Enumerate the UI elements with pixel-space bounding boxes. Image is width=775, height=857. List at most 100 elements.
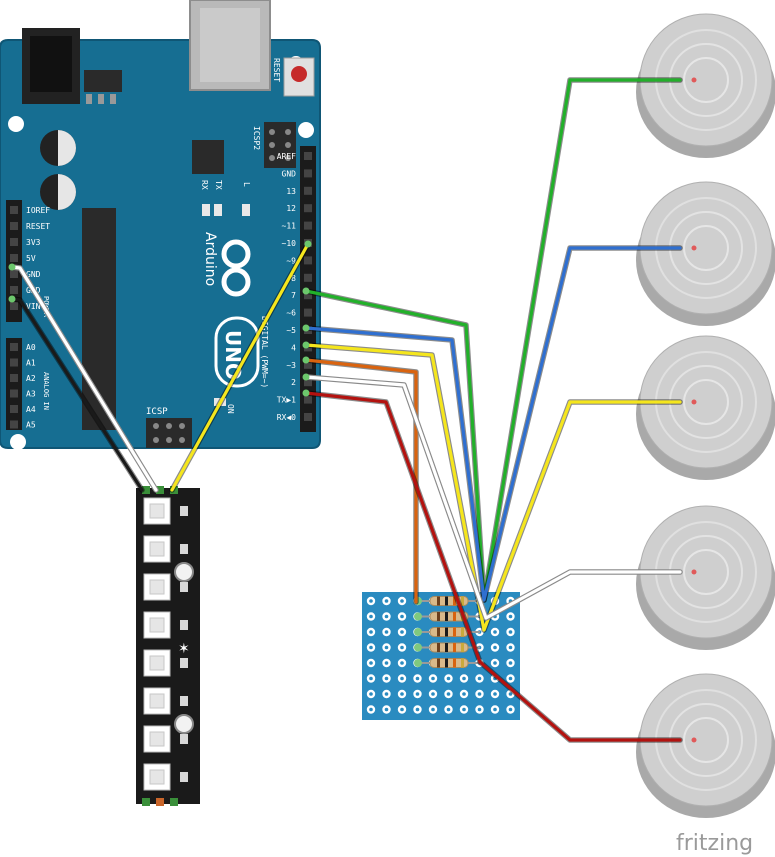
rx-led: [202, 204, 210, 216]
digital-pin: [304, 273, 312, 282]
led-pixel: [143, 573, 188, 601]
analog-label: ANALOG IN: [42, 372, 50, 410]
digital-pin: [304, 186, 312, 195]
digital-pin-label: AREF: [277, 152, 296, 161]
digital-pin: [304, 221, 312, 230]
wire-pin5-yellow: [303, 342, 683, 633]
power-pin-label: 5V: [26, 254, 36, 263]
wire-end-pad: [302, 356, 310, 364]
digital-pin: [304, 152, 312, 160]
digital-pin-label: 7: [291, 291, 296, 300]
mount-hole: [298, 122, 314, 138]
led-pixel: [143, 611, 188, 639]
analog-pin: [10, 389, 18, 398]
tx-label: TX: [214, 180, 223, 190]
l-led: [242, 204, 250, 216]
fritzing-watermark: fritzing: [676, 831, 753, 856]
power-pin-label: GND: [26, 270, 41, 279]
icsp-header: [146, 418, 192, 448]
resistor: [414, 642, 480, 653]
analog-pin-label: A3: [26, 390, 36, 399]
tx-led: [214, 204, 222, 216]
digital-pin-label: ~11: [282, 222, 297, 231]
digital-pin: [304, 204, 312, 213]
wire-end-pad: [8, 263, 16, 271]
l-label: L: [242, 182, 251, 187]
wire-pin4-orange: [303, 357, 419, 605]
strip-mount-hole: [174, 562, 194, 582]
led-pixel: [143, 763, 188, 791]
digital-pin-label: ~9: [286, 256, 296, 265]
strip-mount-hole: [174, 714, 194, 734]
arduino-logo: [221, 239, 251, 297]
usb-chip: [192, 140, 224, 174]
mount-hole: [10, 434, 26, 450]
wire-end-pad: [302, 287, 310, 295]
icsp2-label: ICSP2: [252, 126, 261, 150]
digital-pin-label: 2: [291, 378, 296, 387]
led-pixel: [143, 497, 188, 525]
brand-label: Arduino: [202, 232, 218, 286]
power-pin-label: 3V3: [26, 238, 41, 247]
mount-hole: [8, 116, 24, 132]
digital-pin-label: RX◀0: [277, 413, 296, 422]
digital-pin-label: 13: [286, 187, 296, 196]
digital-pin-label: 4: [291, 343, 296, 352]
rx-label: RX: [200, 180, 209, 190]
power-pin: [10, 238, 18, 246]
digital-pin-label: ~5: [286, 326, 296, 335]
analog-pin: [10, 405, 18, 413]
digital-pin-label: ~3: [286, 361, 296, 370]
capacitor: [40, 130, 76, 166]
piezo-sensor: [636, 181, 775, 326]
analog-header: [6, 338, 22, 430]
digital-pin: [304, 291, 312, 300]
uno-logo: UNO: [214, 316, 260, 388]
wire-end-pad: [302, 389, 310, 397]
voltage-regulator: [84, 70, 122, 92]
analog-pin-label: A4: [26, 405, 36, 414]
piezo-sensor: [636, 505, 775, 650]
power-pin: [10, 302, 18, 310]
power-pin: [10, 270, 18, 278]
digital-pin: [304, 378, 312, 387]
wire-end-pad: [302, 341, 310, 349]
power-pin: [10, 222, 18, 230]
digital-pin-label: TX▶1: [277, 396, 296, 405]
piezo-sensor: [636, 673, 775, 818]
svg-text:UNO: UNO: [221, 330, 245, 380]
analog-pin-label: A2: [26, 374, 36, 383]
star-icon: ✶: [178, 641, 190, 657]
digital-pin-label: 12: [286, 204, 296, 213]
power-pin-label: RESET: [26, 222, 50, 231]
digital-pin: [304, 360, 312, 369]
analog-pin-label: A1: [26, 359, 36, 368]
digital-label: DIGITAL (PWM=~): [260, 316, 269, 388]
on-label: ON: [226, 404, 235, 414]
wire-end-pad: [8, 295, 16, 303]
piezo-sensor: [636, 13, 775, 158]
wire-end-pad: [304, 240, 312, 248]
analog-pin: [10, 358, 18, 367]
power-pin: [10, 254, 18, 262]
capacitor: [40, 174, 76, 210]
wire-end-pad: [302, 373, 310, 381]
led-pixel: [143, 649, 188, 677]
analog-pin-label: A0: [26, 343, 36, 352]
wire-pin6-blue: [303, 245, 683, 603]
reset-button[interactable]: [283, 57, 315, 97]
piezo-sensor: [636, 335, 775, 480]
digital-pin: [304, 413, 312, 421]
resistor: [414, 611, 480, 622]
digital-pin-label: ~6: [286, 309, 296, 318]
resistor: [414, 658, 480, 668]
led-pixel: [143, 535, 188, 563]
wire-end-pad: [302, 324, 310, 332]
digital-pin: [304, 395, 312, 404]
digital-pin: [304, 256, 312, 265]
analog-pin-label: A5: [26, 421, 36, 430]
led-strip: ✶: [136, 486, 200, 806]
wire-pin11-yellow: [169, 241, 311, 493]
power-pin-label: IOREF: [26, 206, 50, 215]
